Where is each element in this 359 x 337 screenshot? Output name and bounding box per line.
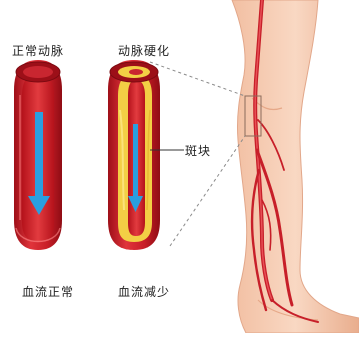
normal-artery-label: 正常动脉: [12, 42, 64, 59]
leg-shape: [232, 0, 359, 333]
normal-artery-vessel: [14, 60, 62, 250]
hardened-artery-label: 动脉硬化: [118, 42, 170, 59]
reduced-flow-label: 血流减少: [118, 283, 170, 300]
normal-flow-label: 血流正常: [22, 283, 74, 300]
leg-illustration: [232, 0, 359, 333]
plaque-label: 斑块: [185, 142, 211, 159]
hardened-artery-vessel: [108, 60, 184, 250]
